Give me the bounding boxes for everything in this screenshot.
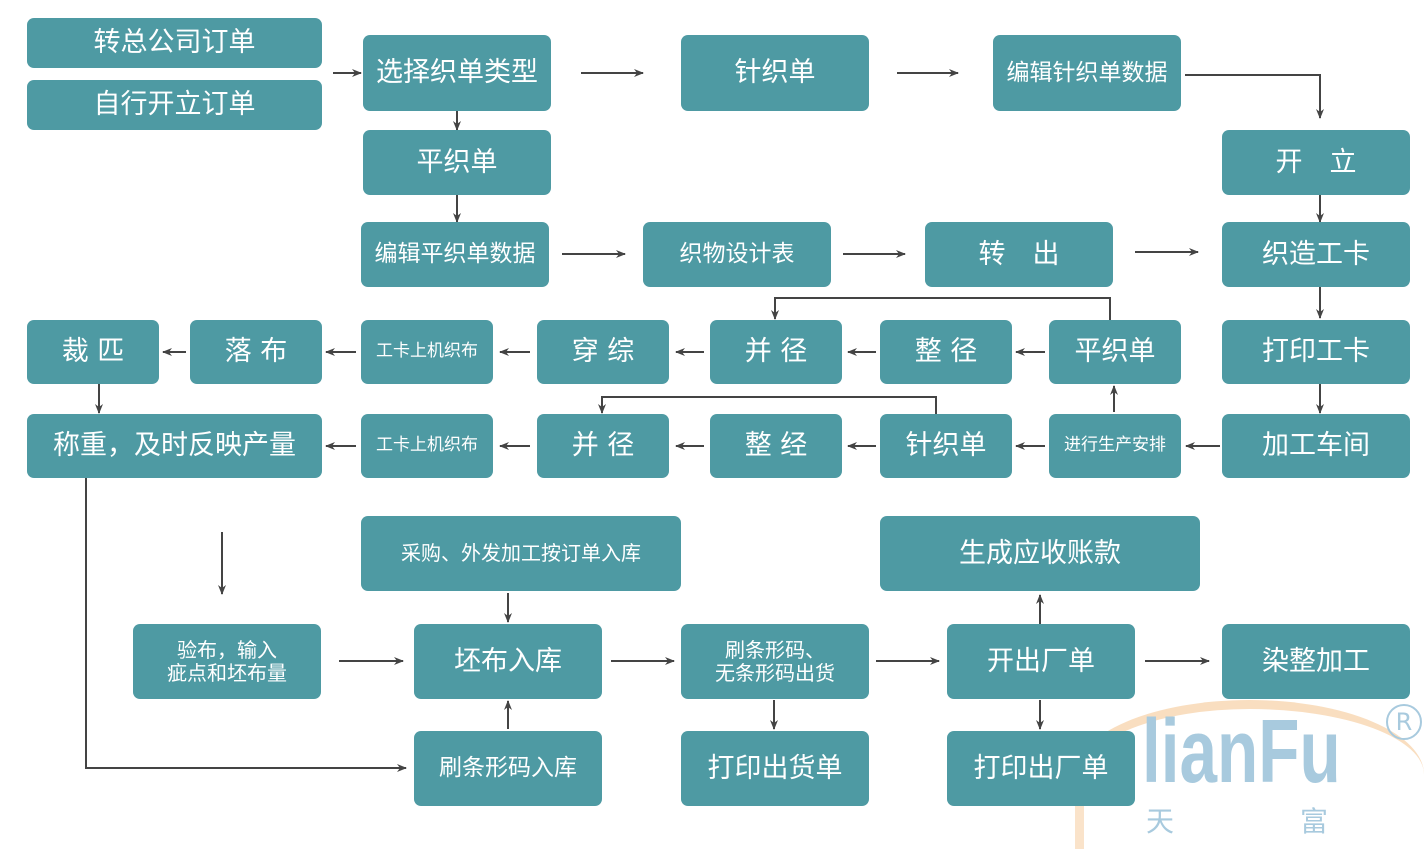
logo-cn-tian: 天 xyxy=(1146,805,1175,838)
box-merge-warp-2: 并 径 xyxy=(537,414,669,478)
box-card-loom-2: 工卡上机织布 xyxy=(361,414,493,478)
arrow xyxy=(1185,74,1324,119)
box-open: 开 立 xyxy=(1222,130,1410,195)
box-schedule: 进行生产安排 xyxy=(1049,414,1181,478)
box-print-card: 打印工卡 xyxy=(1222,320,1410,384)
registered-mark: R xyxy=(1386,704,1422,740)
box-plain-order: 平织单 xyxy=(363,130,551,195)
box-transfer-out: 转 出 xyxy=(925,222,1113,287)
box-fabric-design: 织物设计表 xyxy=(643,222,831,287)
box-plain-mid: 平织单 xyxy=(1049,320,1181,384)
box-select-type: 选择织单类型 xyxy=(363,35,551,111)
arrow xyxy=(771,297,1111,320)
box-print-factory: 打印出厂单 xyxy=(947,731,1135,806)
box-edit-knit: 编辑针织单数据 xyxy=(993,35,1181,111)
box-own-order: 自行开立订单 xyxy=(27,80,322,130)
box-cut: 裁 匹 xyxy=(27,320,159,384)
box-card-loom-1: 工卡上机织布 xyxy=(361,320,493,384)
box-transfer-order: 转总公司订单 xyxy=(27,18,322,68)
logo-text: lianFu xyxy=(1142,702,1341,802)
box-factory-out: 开出厂单 xyxy=(947,624,1135,699)
box-weigh: 称重，及时反映产量 xyxy=(27,414,322,478)
box-receivable: 生成应收账款 xyxy=(880,516,1200,591)
box-dyeing: 染整加工 xyxy=(1222,624,1410,699)
box-heddle: 穿 综 xyxy=(537,320,669,384)
box-edit-plain: 编辑平织单数据 xyxy=(361,222,549,287)
box-ship: 刷条形码、 无条形码出货 xyxy=(681,624,869,699)
box-weaving-card: 织造工卡 xyxy=(1222,222,1410,287)
box-print-ship: 打印出货单 xyxy=(681,731,869,806)
box-doff: 落 布 xyxy=(190,320,322,384)
logo-cn-fu: 富 xyxy=(1300,805,1329,838)
box-workshop: 加工车间 xyxy=(1222,414,1410,478)
arrow xyxy=(85,478,407,772)
box-warp-2: 整 经 xyxy=(710,414,842,478)
box-inspect: 验布，输入 疵点和坯布量 xyxy=(133,624,321,699)
box-warp-1: 整 径 xyxy=(880,320,1012,384)
box-knit-mid: 针织单 xyxy=(880,414,1012,478)
box-barcode-in: 刷条形码入库 xyxy=(414,731,602,806)
box-merge-warp-1: 并 径 xyxy=(710,320,842,384)
box-knit-order: 针织单 xyxy=(681,35,869,111)
box-grey-in: 坯布入库 xyxy=(414,624,602,699)
arrow xyxy=(598,396,937,414)
box-purchase: 采购、外发加工按订单入库 xyxy=(361,516,681,591)
